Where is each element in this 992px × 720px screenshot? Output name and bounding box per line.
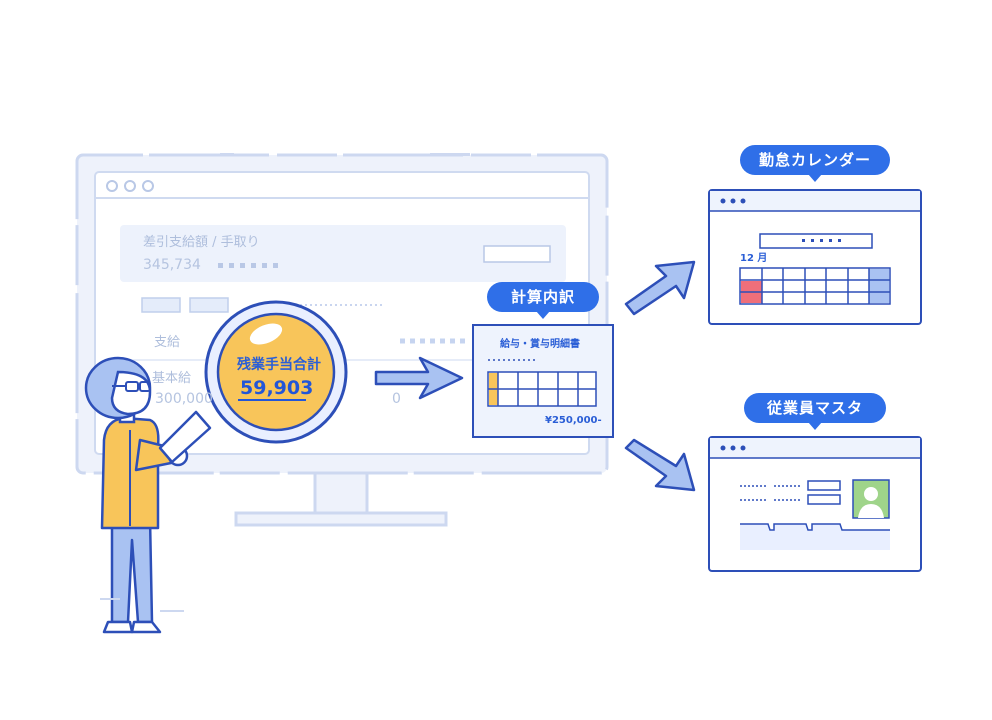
- breakdown-bubble: 計算内訳: [487, 282, 599, 319]
- overtime-total-value: 59,903: [240, 377, 314, 399]
- breakdown-card: [472, 324, 614, 438]
- net-pay-value: 345,734: [143, 257, 201, 273]
- calendar-window: [708, 189, 922, 325]
- employee-bubble: 従業員マスタ: [744, 393, 886, 430]
- arrow-right-icon: [374, 356, 464, 400]
- arrow-up-right-icon: [624, 260, 696, 316]
- breakdown-card-title: 給与・賞与明細書: [500, 339, 580, 350]
- net-pay-label: 差引支給額 / 手取り: [143, 235, 260, 250]
- zero-value: 0: [392, 391, 401, 407]
- pay-section-label: 支給: [154, 335, 181, 350]
- base-pay-value: 300,000: [155, 391, 213, 407]
- calendar-bubble: 勤怠カレンダー: [740, 145, 890, 182]
- decor-dashes: [100, 153, 470, 612]
- arrow-down-right-icon: [624, 438, 696, 492]
- base-pay-label: 基本給: [152, 371, 192, 386]
- magnifier-icon: [158, 300, 348, 464]
- overtime-total-label: 残業手当合計: [237, 357, 321, 373]
- person-silhouette-icon: [852, 479, 890, 519]
- employee-window: [708, 436, 922, 572]
- calendar-month: 12 月: [740, 253, 768, 264]
- breakdown-amount: ¥250,000-: [545, 415, 602, 426]
